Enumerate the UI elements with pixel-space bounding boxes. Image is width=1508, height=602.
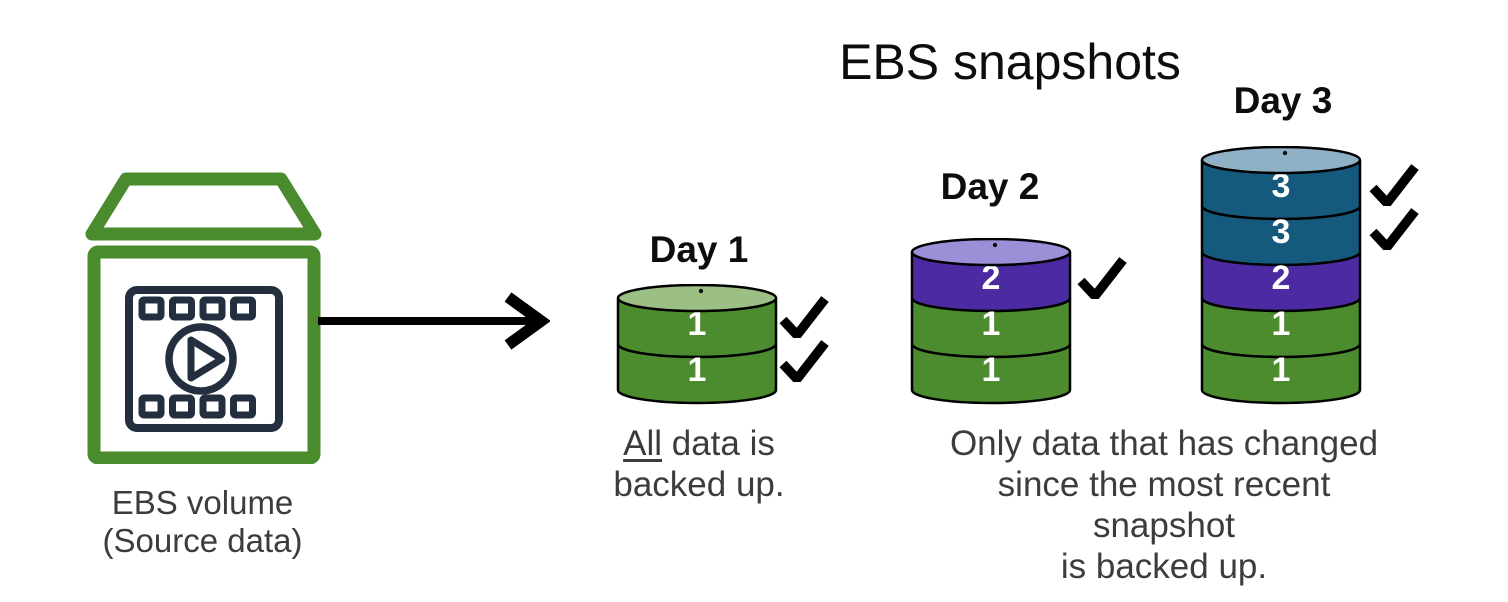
day2-checkmarks <box>1077 256 1127 299</box>
segment-number: 1 <box>982 351 1001 389</box>
day1-checkmarks <box>779 295 829 382</box>
incremental-caption-line3: is backed up. <box>1060 547 1268 586</box>
cylinder-top-ellipse <box>1200 146 1362 175</box>
full-backup-caption-line2: backed up. <box>613 465 785 504</box>
segment-number: 3 <box>1272 167 1291 205</box>
right-arrow-icon <box>318 292 550 350</box>
cylinder-top-dot <box>992 242 998 248</box>
volume-box-shape <box>87 245 321 464</box>
source-label: EBS volume (Source data) <box>75 484 330 560</box>
all-underlined-word: All <box>623 424 663 463</box>
checkmark-icon <box>1369 164 1419 206</box>
ebs-volume-media-archive-icon <box>85 172 322 464</box>
snapshot-stack-day2: 2 1 1 <box>910 238 1072 405</box>
segment-number: 1 <box>982 305 1001 343</box>
segment-number: 1 <box>1272 351 1291 389</box>
volume-lid-shape <box>85 172 322 241</box>
segment-number: 2 <box>982 259 1001 297</box>
cylinder-top-dot <box>1282 150 1288 156</box>
day2-label: Day 2 <box>940 166 1040 207</box>
segment-number: 2 <box>1272 259 1291 297</box>
day3-checkmarks <box>1369 163 1419 250</box>
segment-number: 1 <box>688 351 707 389</box>
checkmark-icon <box>779 296 829 338</box>
segment-number: 3 <box>1272 213 1291 251</box>
snapshot-segment <box>616 343 778 405</box>
full-backup-caption-line1: All data is <box>598 423 800 464</box>
day1-label: Day 1 <box>649 229 749 270</box>
cylinder-top-ellipse <box>910 238 1072 267</box>
cylinder-top-dot <box>698 288 704 294</box>
source-label-line1: EBS volume <box>111 484 294 521</box>
full-backup-caption-line1-rest: data is <box>662 424 775 463</box>
diagram-title: EBS snapshots <box>839 34 1181 90</box>
play-triangle-icon <box>187 336 226 382</box>
play-circle-icon <box>165 323 237 395</box>
incremental-caption-line2: since the most recent snapshot <box>997 465 1331 545</box>
cylinder-top-ellipse <box>616 284 778 313</box>
checkmark-icon <box>1077 257 1127 299</box>
snapshot-segment <box>1200 343 1362 405</box>
segment-number: 1 <box>1272 305 1291 343</box>
snapshot-stack-day1: 11 <box>616 284 778 405</box>
incremental-caption-line1: Only data that has changed <box>949 424 1379 463</box>
source-label-line2: (Source data) <box>102 522 303 559</box>
day3-label: Day 3 <box>1233 80 1333 121</box>
media-film-icon <box>125 286 283 432</box>
segment-number: 1 <box>688 305 707 343</box>
snapshot-stack-day3: 3 3 2 1 1 <box>1200 146 1362 405</box>
full-backup-caption: All data is backed up. <box>598 423 800 505</box>
snapshot-segment <box>910 343 1072 405</box>
incremental-backup-caption: Only data that has changed since the mos… <box>924 423 1404 587</box>
checkmark-icon <box>779 340 829 382</box>
checkmark-icon <box>1369 208 1419 250</box>
